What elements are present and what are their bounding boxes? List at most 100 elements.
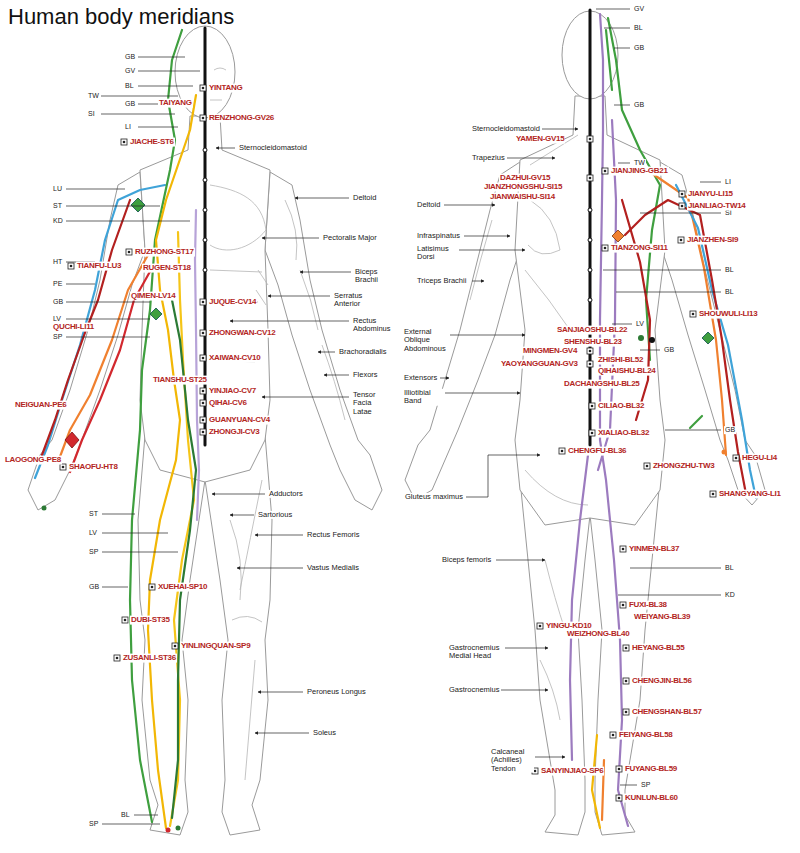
acupoint-label: TIANSHU-ST25 <box>152 376 208 385</box>
meridian-label: KD <box>52 217 64 225</box>
meridian-label: SP <box>640 781 651 789</box>
leader-line <box>618 595 721 596</box>
leader-line <box>138 86 193 87</box>
muscle-label: External Oblique Abdominous <box>403 328 449 353</box>
muscle-label: Trapezius <box>471 154 506 162</box>
muscle-detail <box>210 185 266 250</box>
meridian-line <box>58 255 148 462</box>
point-symbol <box>710 491 716 497</box>
point-symbol <box>114 655 120 661</box>
leader-line <box>630 568 721 569</box>
point-symbol <box>60 464 66 470</box>
point-symbol <box>131 198 145 212</box>
muscle-pointer <box>262 397 349 398</box>
muscle-pointer <box>444 205 495 206</box>
point-symbol <box>638 335 644 341</box>
muscle-label: Illiotibial Band <box>403 389 445 406</box>
point-symbol <box>589 403 595 409</box>
acupoint-label: CILIAO-BL32 <box>597 402 645 411</box>
acupoint-label: YINMEN-BL37 <box>628 545 680 554</box>
acupoint-label: TIANFU-LU3 <box>76 262 122 271</box>
meridian-line <box>570 455 588 760</box>
muscle-pointer <box>300 272 351 273</box>
acupoint-label: JIANJING-GB21 <box>610 167 669 176</box>
acupoint-label: HEGU-LI4 <box>741 454 778 463</box>
point-symbol <box>559 448 565 454</box>
leader-line <box>102 587 128 588</box>
point-symbol <box>587 136 593 142</box>
acupoint-label: YAOYANGGUAN-GV3 <box>500 360 579 369</box>
point-symbol <box>623 709 629 715</box>
acupoint-label: XIALIAO-BL32 <box>597 429 650 438</box>
muscle-label: Rectus Femoris <box>306 531 361 539</box>
muscle-label: Peroneus Longus <box>306 688 367 696</box>
muscle-label: Flexors <box>352 371 379 379</box>
leader-line <box>101 96 178 97</box>
muscle-label: Latisimus Dorsi <box>416 245 458 262</box>
point-symbol <box>644 463 650 469</box>
point-symbol <box>68 263 74 269</box>
point-symbol <box>623 678 629 684</box>
acupoint-label: YAMEN-GV15 <box>515 135 565 144</box>
acupoint-label: NEIGUAN-PE6 <box>14 401 67 410</box>
meridian-line <box>35 185 165 478</box>
muscle-label: Calcaneal (Achilles) Tendon <box>490 748 534 773</box>
muscle-pointer <box>230 321 349 322</box>
point-symbol <box>150 308 162 320</box>
point-symbol <box>203 238 207 242</box>
muscle-pointer <box>472 281 484 282</box>
acupoint-label: JIACHE-ST6 <box>129 138 175 147</box>
point-symbol <box>690 311 696 317</box>
acupoint-label: JUQUE-CV14 <box>208 298 257 307</box>
point-symbol <box>172 643 178 649</box>
point-symbol <box>588 268 592 272</box>
muscle-label: Pectoralis Major <box>322 234 378 242</box>
point-symbol <box>620 546 626 552</box>
leader-line <box>102 824 160 825</box>
muscle-detail <box>210 100 222 101</box>
acupoint-label: CHENGJIN-BL56 <box>631 677 693 686</box>
leader-line <box>66 319 150 320</box>
leader-line <box>138 71 200 72</box>
muscle-pointer <box>466 455 540 497</box>
point-symbol <box>166 828 171 833</box>
acupoint-label: RUGEN-ST18 <box>142 264 192 273</box>
point-symbol <box>612 230 624 242</box>
point-symbol <box>200 330 206 336</box>
point-symbol <box>722 450 727 455</box>
leader-line <box>700 182 721 183</box>
title: Human body meridians <box>8 4 234 30</box>
point-symbol <box>616 766 622 772</box>
acupoint-label: YINLINGQUAN-SP9 <box>180 642 251 651</box>
point-symbol <box>678 237 684 243</box>
leader-line <box>102 552 178 553</box>
meridian-label: HT <box>52 258 63 266</box>
meridian-label: GB <box>724 426 736 434</box>
point-symbol <box>587 361 593 367</box>
acupoint-label: WEIZHONG-BL40 <box>566 630 630 639</box>
meridian-line <box>606 30 612 90</box>
leader-line <box>66 189 125 190</box>
acupoint-label: XAIWAN-CV10 <box>208 354 261 363</box>
muscle-pointer <box>459 250 525 251</box>
muscle-detail <box>545 560 565 630</box>
acupoint-label: ZHONGWAN-CV12 <box>208 329 276 338</box>
acupoint-label: MINGMEN-GV4 <box>522 347 578 356</box>
meridian-label: GB <box>124 53 136 61</box>
meridian-label: SP <box>52 333 63 341</box>
meridian-label: BL <box>633 24 644 32</box>
leader-line <box>102 533 168 534</box>
meridian-line <box>148 95 196 828</box>
muscle-label: Serratus Anterior <box>333 292 375 309</box>
meridian-label: BL <box>724 288 735 296</box>
body-outline <box>205 435 272 835</box>
meridian-label: GB <box>88 583 100 591</box>
muscle-label: Gastrocnemius <box>448 686 500 694</box>
point-symbol <box>587 175 593 181</box>
meridian-line <box>195 210 199 520</box>
muscle-pointer <box>230 515 254 516</box>
body-outline <box>28 26 382 835</box>
leader-line <box>612 324 632 325</box>
body-outline <box>405 11 765 835</box>
point-symbol <box>42 85 208 833</box>
